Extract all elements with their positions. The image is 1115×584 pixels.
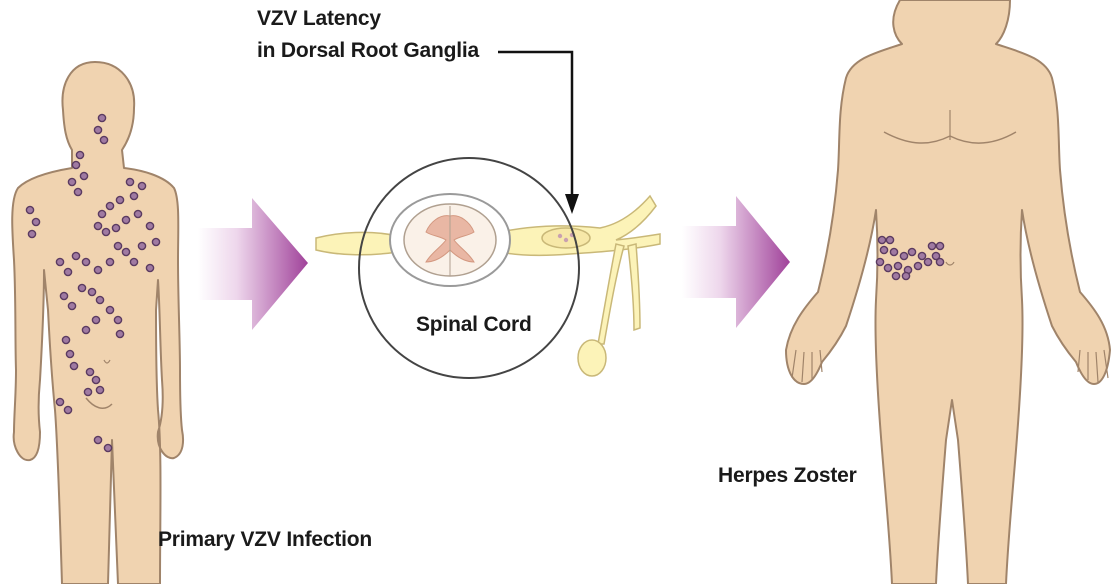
lesion-dot — [146, 264, 153, 271]
lesion-dot — [122, 248, 129, 255]
lesion-dot — [918, 252, 925, 259]
lesion-dot — [892, 272, 899, 279]
lesion-dot — [114, 316, 121, 323]
lesion-dot — [928, 242, 935, 249]
lesion-dot — [122, 216, 129, 223]
lesion-dot — [890, 248, 897, 255]
lesion-dot — [138, 182, 145, 189]
lesion-dot — [130, 192, 137, 199]
spinal-cord-inset — [316, 158, 660, 378]
adult-figure — [786, 0, 1110, 584]
lesion-dot — [104, 444, 111, 451]
right-arrow-icon — [682, 196, 790, 328]
lesion-dot — [138, 242, 145, 249]
lesion-dot — [924, 258, 931, 265]
lesion-dot — [96, 296, 103, 303]
lesion-dot — [936, 242, 943, 249]
lesion-dot — [126, 178, 133, 185]
lesion-dot — [92, 376, 99, 383]
lesion-dot — [116, 330, 123, 337]
lesion-dot — [78, 284, 85, 291]
spinal-cord-label: Spinal Cord — [416, 312, 532, 338]
lesion-dot — [60, 292, 67, 299]
latency-leader-line — [498, 52, 579, 214]
lesion-dot — [886, 236, 893, 243]
lesion-dot — [94, 266, 101, 273]
lesion-dot — [134, 210, 141, 217]
right-arrow-icon — [198, 198, 308, 330]
lesion-dot — [66, 350, 73, 357]
lesion-dot — [936, 258, 943, 265]
lesion-dot — [94, 126, 101, 133]
left-nerve-root — [316, 232, 398, 254]
lesion-dot — [98, 210, 105, 217]
lesion-dot — [100, 136, 107, 143]
lesion-dot — [62, 336, 69, 343]
lesion-dot — [68, 302, 75, 309]
lesion-dot — [86, 368, 93, 375]
lesion-dot — [94, 436, 101, 443]
lesion-dot — [96, 386, 103, 393]
lesion-dot — [102, 228, 109, 235]
lesion-dot — [894, 262, 901, 269]
leader-arrowhead — [565, 194, 579, 214]
lesion-dot — [84, 388, 91, 395]
primary-infection-label: Primary VZV Infection — [158, 527, 372, 553]
lesion-dot — [880, 246, 887, 253]
lesion-dot — [152, 238, 159, 245]
lesion-dot — [56, 398, 63, 405]
lesion-dot — [72, 252, 79, 259]
nerve-terminal-bulb — [578, 340, 606, 376]
lesion-dot — [72, 161, 79, 168]
lesion-dot — [112, 224, 119, 231]
lesion-dot — [130, 258, 137, 265]
lesion-dot — [146, 222, 153, 229]
lesion-dot — [106, 258, 113, 265]
lesion-dot — [70, 362, 77, 369]
nerve-branch-down-2 — [628, 244, 640, 330]
lesion-dot — [900, 252, 907, 259]
lesion-dot — [74, 188, 81, 195]
latency-label-line1: VZV Latency — [257, 6, 381, 32]
lesion-dot — [68, 178, 75, 185]
lesion-dot — [64, 406, 71, 413]
nerve-branch-down — [598, 244, 624, 344]
lesion-dot — [56, 258, 63, 265]
ganglion-virus-dot — [558, 234, 562, 238]
lesion-dot — [876, 258, 883, 265]
lesion-dot — [88, 288, 95, 295]
lesion-dot — [64, 268, 71, 275]
lesion-dot — [94, 222, 101, 229]
lesion-dot — [914, 262, 921, 269]
lesion-dot — [114, 242, 121, 249]
lesion-dot — [98, 114, 105, 121]
lesion-dot — [92, 316, 99, 323]
latency-label-line2: in Dorsal Root Ganglia — [257, 38, 479, 64]
lesion-dot — [106, 306, 113, 313]
lesion-dot — [902, 272, 909, 279]
lesion-dot — [76, 151, 83, 158]
ganglion-virus-dot — [564, 238, 568, 242]
lesion-dot — [80, 172, 87, 179]
lesion-dot — [884, 264, 891, 271]
lesion-dot — [878, 236, 885, 243]
lesion-dot — [82, 326, 89, 333]
lesion-dot — [908, 248, 915, 255]
lesion-dot — [28, 230, 35, 237]
lesion-dot — [26, 206, 33, 213]
adult-body-silhouette — [786, 0, 1110, 584]
lesion-dot — [82, 258, 89, 265]
herpes-zoster-label: Herpes Zoster — [718, 463, 857, 489]
lesion-dot — [32, 218, 39, 225]
lesion-dot — [106, 202, 113, 209]
lesion-dot — [116, 196, 123, 203]
